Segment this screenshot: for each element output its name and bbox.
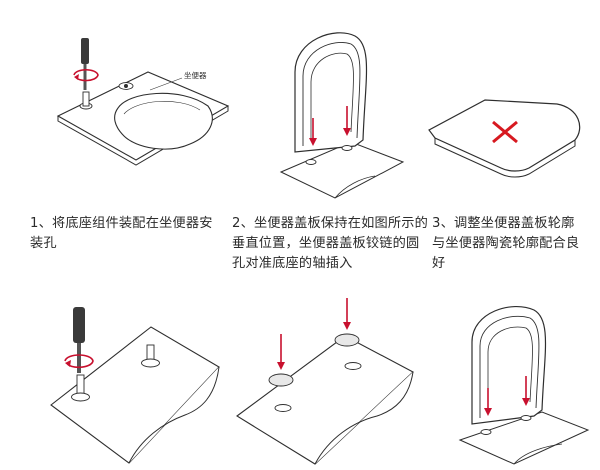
step-2-caption: 2、坐便器盖板保持在如图所示的垂直位置，坐便器盖板铰链的圆孔对准底座的轴插入 xyxy=(232,216,429,271)
step-3-caption: 3、调整坐便器盖板轮廓与坐便器陶瓷轮廓配合良好 xyxy=(432,216,580,271)
callout-toilet-seat: 坐便器 xyxy=(184,70,207,80)
panel-install-base: 坐便器 xyxy=(40,20,230,200)
panel-seat-inserted xyxy=(450,300,590,465)
panel-screw-base xyxy=(45,305,220,465)
panel-wrong-alignment xyxy=(425,90,590,180)
step-1-caption: 1、将底座组件装配在坐便器安装孔 xyxy=(30,216,213,251)
panel-caps-insert xyxy=(235,298,415,466)
panel-vertical-seat xyxy=(255,22,405,202)
